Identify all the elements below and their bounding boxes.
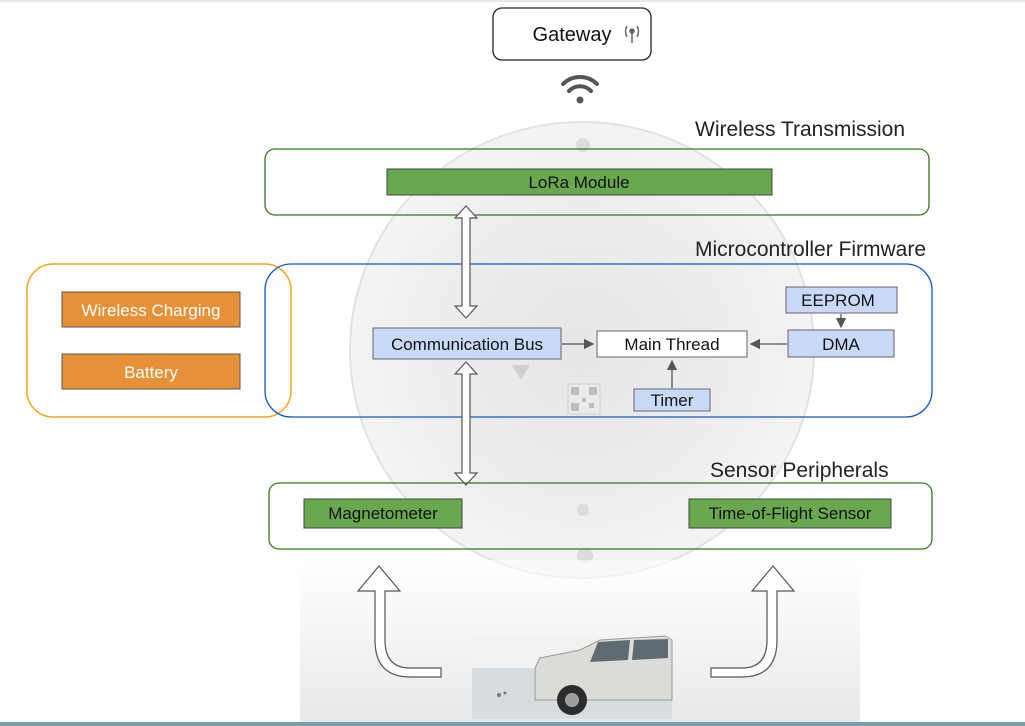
- communication-bus-block: Communication Bus: [372, 327, 562, 360]
- dma-block: DMA: [787, 329, 895, 358]
- qr-code-icon: [567, 383, 601, 415]
- wireless-transmission-group: [264, 148, 930, 216]
- magnetometer-block: Magnetometer: [303, 498, 463, 529]
- section-title-sensors: Sensor Peripherals: [710, 459, 889, 482]
- section-title-firmware: Microcontroller Firmware: [695, 238, 926, 261]
- double-arrow-lora-bus: [453, 205, 479, 319]
- power-group: [26, 263, 292, 418]
- lora-module-block: LoRa Module: [386, 168, 773, 196]
- curved-arrow-right: [710, 565, 796, 678]
- magnetometer-label: Magnetometer: [328, 504, 438, 523]
- dma-label: DMA: [822, 335, 860, 354]
- firmware-group: [264, 263, 933, 418]
- battery-label: Battery: [124, 363, 178, 382]
- timer-label: Timer: [651, 391, 694, 410]
- curved-arrow-left: [356, 565, 442, 678]
- antenna-icon: [624, 25, 640, 43]
- eeprom-block: EEPROM: [785, 286, 898, 314]
- main-thread-block: Main Thread: [596, 330, 748, 358]
- communication-bus-label: Communication Bus: [391, 335, 543, 354]
- main-thread-label: Main Thread: [624, 335, 719, 354]
- tof-sensor-block: Time-of-Flight Sensor: [688, 498, 892, 529]
- section-title-wireless: Wireless Transmission: [695, 118, 905, 141]
- sensor-peripherals-group: [268, 482, 933, 550]
- eeprom-label: EEPROM: [801, 291, 875, 310]
- gateway-box: Gateway: [492, 7, 652, 61]
- timer-block: Timer: [633, 388, 711, 412]
- tof-sensor-label: Time-of-Flight Sensor: [709, 504, 872, 523]
- double-arrow-bus-sensors: [453, 361, 479, 486]
- wireless-charging-block: Wireless Charging: [61, 291, 241, 328]
- gateway-label: Gateway: [533, 24, 612, 46]
- battery-block: Battery: [61, 353, 241, 390]
- car-photo: [472, 635, 673, 719]
- wireless-charging-label: Wireless Charging: [82, 301, 221, 320]
- lora-module-label: LoRa Module: [528, 173, 629, 192]
- wifi-icon: [561, 74, 599, 104]
